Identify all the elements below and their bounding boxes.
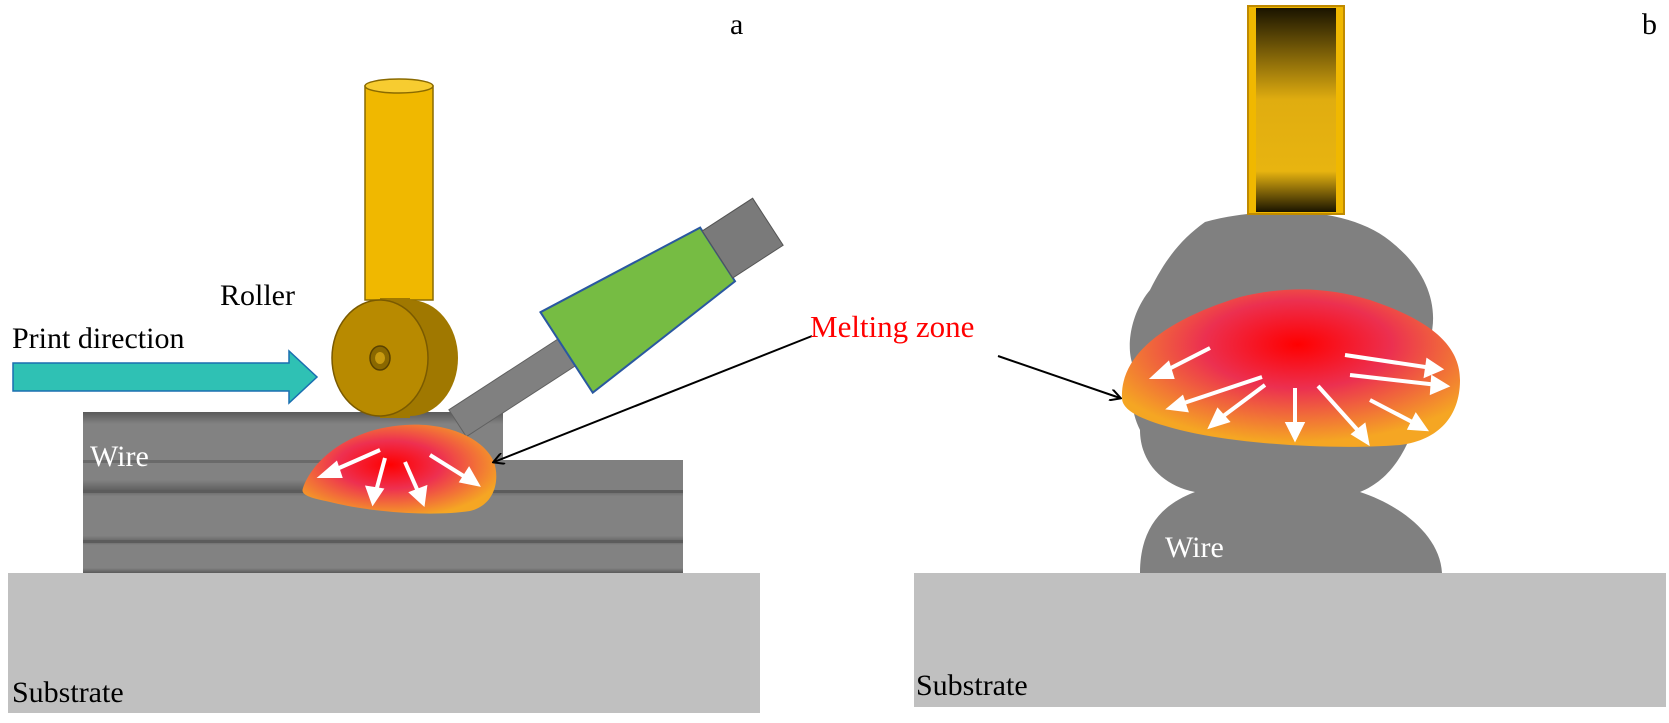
melting-zone-a (302, 424, 497, 514)
substrate-b-label: Substrate (916, 669, 1028, 702)
substrate-b (914, 573, 1666, 707)
roller-end-view (1247, 5, 1345, 215)
print-direction-label: Print direction (12, 322, 184, 355)
callout-line-a (494, 335, 813, 462)
wire-b-label: Wire (1165, 531, 1224, 564)
panel-a-letter: a (730, 8, 743, 41)
panel-a: a Substrate Wire (8, 8, 813, 713)
melting-zone-label: Melting zone (810, 309, 974, 344)
roller-label: Roller (220, 279, 295, 312)
panel-b: b Substrate (914, 5, 1666, 707)
panel-b-letter: b (1642, 8, 1657, 41)
wire-a-label: Wire (90, 440, 149, 473)
roller-assembly (331, 78, 458, 418)
melting-zone-b (1121, 289, 1460, 447)
melt-flow-arrows-b (1148, 346, 1451, 447)
wire-feeder-nozzle (448, 197, 784, 438)
print-direction-arrow-icon (12, 349, 319, 405)
substrate-a (8, 573, 760, 713)
callout-line-b (997, 355, 1120, 398)
substrate-a-label: Substrate (12, 676, 124, 709)
melt-flow-arrows-a (316, 448, 481, 508)
